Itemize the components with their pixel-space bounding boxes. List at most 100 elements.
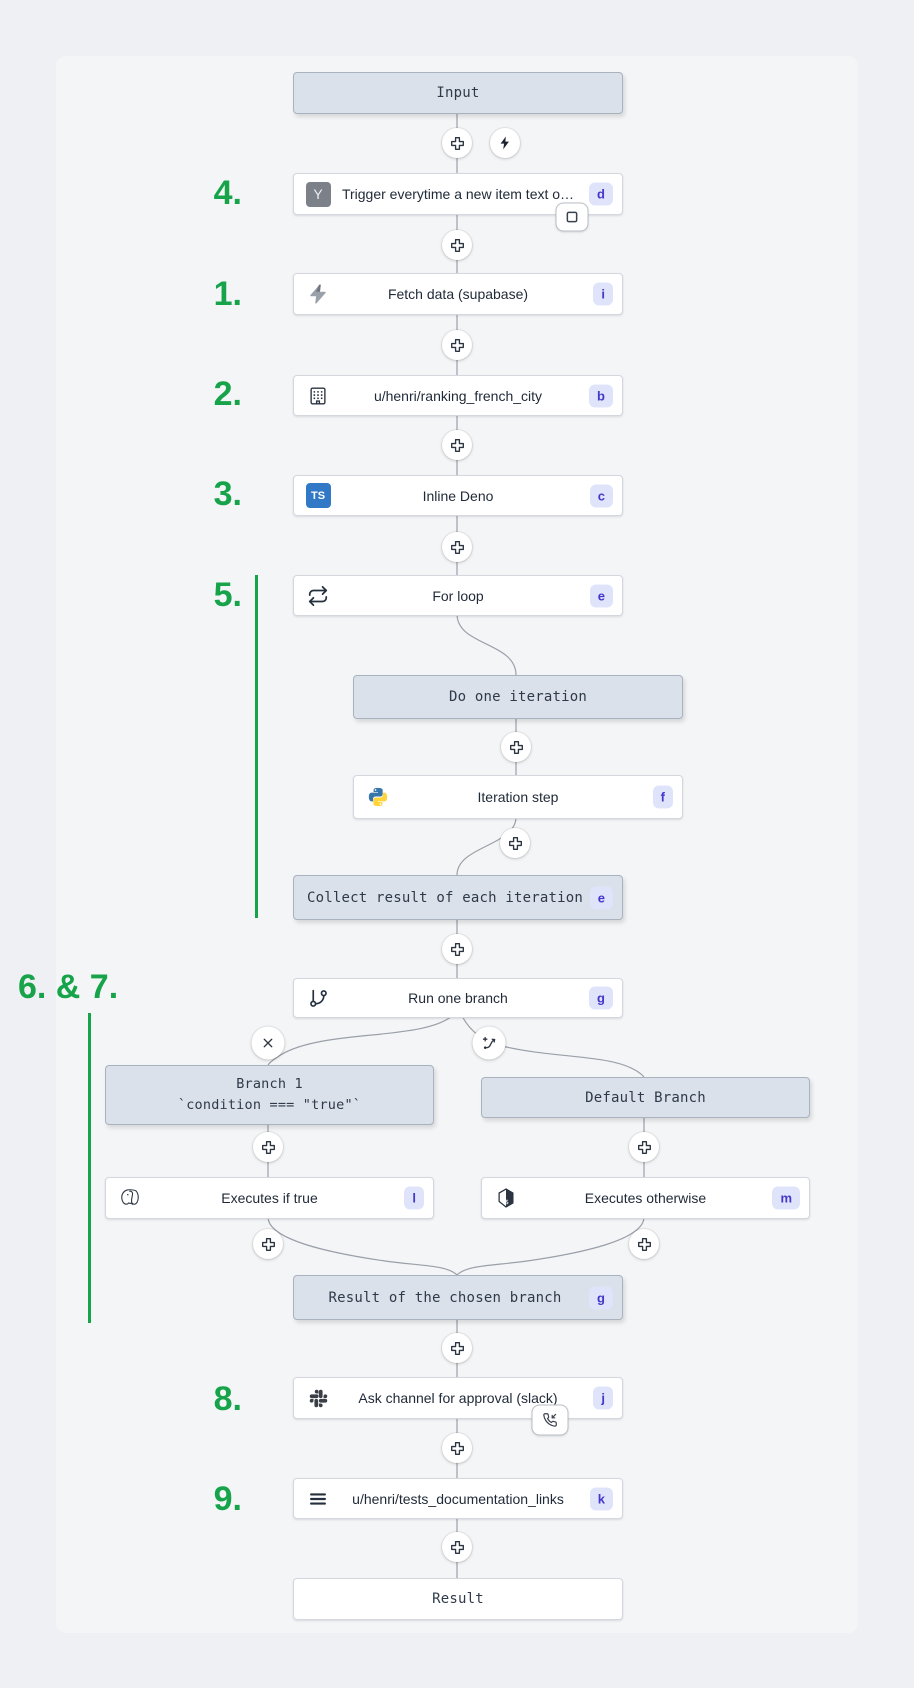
node-do-one-iteration[interactable]: Do one iteration [353,675,683,719]
node-inline-deno[interactable]: TS Inline Deno c [293,475,623,516]
node-ask-approval[interactable]: Ask channel for approval (slack) j [293,1377,623,1419]
plus-icon [450,338,464,352]
add-step-button[interactable] [442,230,472,260]
node-fetch-data[interactable]: Fetch data (supabase) i [293,273,623,315]
node-label: Fetch data (supabase) [387,286,529,302]
node-label: u/henri/ranking_french_city [373,387,543,404]
step-annotation-8: 8. [213,1380,242,1418]
plus-icon [509,740,523,754]
add-step-button[interactable] [253,1132,283,1162]
node-id-badge: c [589,484,613,507]
node-label: Iteration step [477,789,559,805]
step-annotation-6-7: 6. & 7. [18,968,119,1006]
node-id-badge: l [404,1186,424,1210]
step-annotation-1: 1. [213,275,242,313]
postgresql-icon [117,1185,143,1211]
add-step-button[interactable] [501,732,531,762]
annotation-bracket-line-6-7 [88,1013,91,1323]
lightning-icon [500,136,509,150]
node-branch-1[interactable]: Branch 1 `condition === "true"` [105,1065,434,1125]
node-collect-result[interactable]: Collect result of each iteration e [293,875,623,920]
node-iteration-step[interactable]: Iteration step f [353,775,683,819]
node-result[interactable]: Result [293,1578,623,1620]
early-stop-badge [555,202,589,232]
node-trigger[interactable]: Y Trigger everytime a new item text o… d [293,173,623,215]
node-ranking-french-city[interactable]: u/henri/ranking_french_city b [293,375,623,416]
node-id-badge: j [593,1386,613,1410]
python-icon [365,784,391,810]
add-step-button[interactable] [442,128,472,158]
menu-lines-icon [305,1486,331,1512]
step-annotation-2: 2. [213,375,242,413]
node-run-one-branch[interactable]: Run one branch g [293,978,623,1018]
plus-icon [450,540,464,554]
node-id-badge: e [589,886,613,909]
step-annotation-5: 5. [213,576,242,614]
add-branch-button[interactable] [472,1026,506,1060]
node-for-loop[interactable]: For loop e [293,575,623,616]
add-step-button[interactable] [442,1532,472,1562]
node-id-badge: g [589,1286,613,1309]
x-icon [263,1038,273,1048]
node-id-badge: e [589,584,613,607]
node-label: Input [436,85,480,101]
node-label: Run one branch [408,990,508,1006]
plus-icon [450,136,464,150]
branch-title: Branch 1 [236,1076,303,1093]
node-label: Collect result of each iteration [306,889,584,906]
add-step-button[interactable] [442,532,472,562]
repeat-icon [305,583,331,609]
trigger-bolt-button[interactable] [490,128,520,158]
add-step-button[interactable] [442,1433,472,1463]
add-step-button[interactable] [629,1132,659,1162]
approval-phone-badge [531,1404,569,1436]
node-default-branch[interactable]: Default Branch [481,1077,810,1118]
step-annotation-9: 9. [213,1480,242,1518]
plus-icon [450,942,464,956]
node-label: Do one iteration [448,689,588,705]
node-result-chosen-branch[interactable]: Result of the chosen branch g [293,1275,623,1320]
node-id-badge: d [589,182,613,206]
add-step-button[interactable] [442,934,472,964]
slack-icon [305,1385,331,1411]
node-label: u/henri/tests_documentation_links [352,1490,564,1507]
split-arrow-plus-icon [482,1036,496,1049]
node-label: For loop [432,587,484,604]
node-executes-otherwise[interactable]: $ Executes otherwise m [481,1177,810,1219]
remove-branch-button[interactable] [251,1026,285,1060]
node-id-badge: k [589,1487,613,1510]
step-annotation-3: 3. [213,475,242,513]
building-icon [305,383,331,409]
node-id-badge: i [593,282,613,306]
plus-icon [450,438,464,452]
plus-icon [450,1540,464,1554]
node-label: Inline Deno [422,487,494,504]
node-label: Default Branch [585,1089,706,1106]
plus-icon [261,1237,275,1251]
plus-icon [450,1441,464,1455]
node-label: Trigger everytime a new item text o… [341,186,575,202]
annotation-bracket-line-5 [255,575,258,918]
branch-condition: `condition === "true"` [177,1097,362,1113]
node-label: Ask channel for approval (slack) [358,1390,558,1406]
add-step-button[interactable] [442,430,472,460]
add-step-button[interactable] [500,828,530,858]
node-tests-documentation-links[interactable]: u/henri/tests_documentation_links k [293,1478,623,1519]
add-step-button[interactable] [442,330,472,360]
node-label: Result [432,1591,484,1607]
bash-icon: $ [493,1185,519,1211]
node-executes-if-true[interactable]: Executes if true l [105,1177,434,1219]
plus-icon [508,836,522,850]
node-id-badge: f [652,785,673,809]
node-id-badge: b [589,384,613,407]
plus-icon [261,1140,275,1154]
add-step-button[interactable] [253,1229,283,1259]
typescript-icon: TS [305,483,331,509]
node-input[interactable]: Input [293,72,623,114]
node-label: Result of the chosen branch [328,1289,562,1306]
add-step-button[interactable] [629,1229,659,1259]
plus-icon [637,1237,651,1251]
add-step-button[interactable] [442,1333,472,1363]
